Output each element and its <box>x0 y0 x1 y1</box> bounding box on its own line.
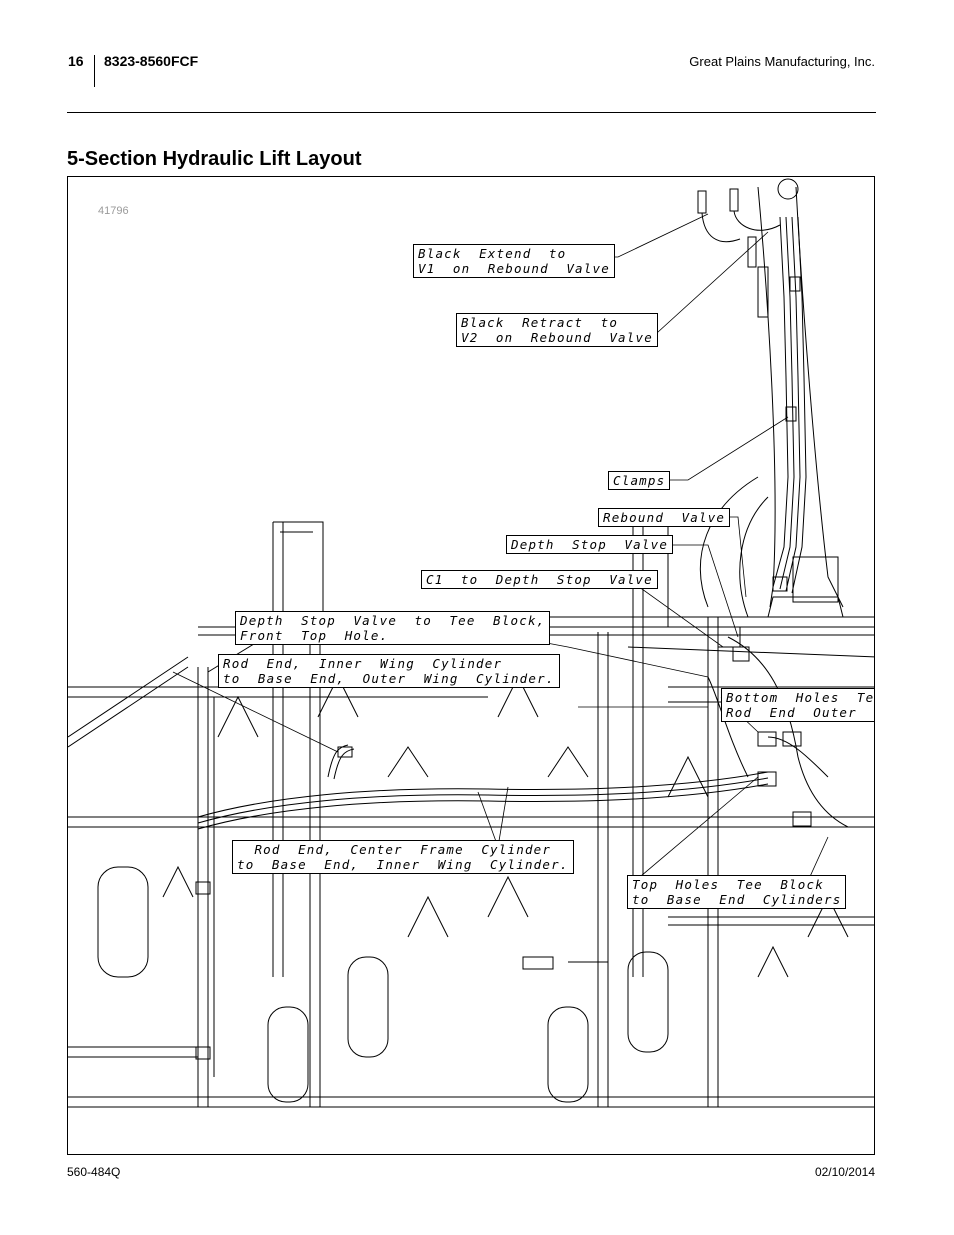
callout-line: Rod End, Center Frame Cylinder <box>237 842 552 857</box>
callout-line: to Base End, Outer Wing Cylinder. <box>223 671 555 686</box>
callout-rebound-valve: Rebound Valve <box>598 508 731 527</box>
callout-line: Clamps <box>613 473 666 488</box>
callout-line: Front Top Hole. <box>240 628 389 643</box>
callout-depth-stop-tee: Depth Stop Valve to Tee Block, Front Top… <box>235 611 551 645</box>
callout-line: Top Holes Tee Block <box>632 877 824 892</box>
header-rule <box>67 112 876 113</box>
callout-line: Black Extend to <box>418 246 567 261</box>
callout-line: Depth Stop Valve <box>511 537 669 552</box>
callout-line: Rod End Outer <box>726 705 857 720</box>
callout-line: to Base End, Inner Wing Cylinder. <box>237 857 569 872</box>
callout-line: V2 on Rebound Valve <box>461 330 653 345</box>
callout-line: Depth Stop Valve to Tee Block, <box>240 613 546 628</box>
document-number: 8323-8560FCF <box>104 53 199 69</box>
callout-line: Black Retract to <box>461 315 619 330</box>
footer-date: 02/10/2014 <box>814 1165 875 1179</box>
callout-black-extend: Black Extend to V1 on Rebound Valve <box>413 244 615 278</box>
page-title: 5-Section Hydraulic Lift Layout <box>67 148 362 170</box>
callout-c1-depth-stop: C1 to Depth Stop Valve <box>421 570 658 589</box>
header-divider <box>94 55 95 87</box>
callout-clamps: Clamps <box>608 471 671 490</box>
callout-depth-stop-valve: Depth Stop Valve <box>506 535 674 554</box>
callout-top-holes-tee: Top Holes Tee Block to Base End Cylinder… <box>627 875 847 909</box>
callout-line: Rod End, Inner Wing Cylinder <box>223 656 503 671</box>
footer-part-number: 560-484Q <box>67 1165 121 1179</box>
page-number: 16 <box>68 53 84 69</box>
callout-rod-end-center-frame: Rod End, Center Frame Cylinder to Base E… <box>232 840 574 874</box>
company-name: Great Plains Manufacturing, Inc. <box>689 54 875 69</box>
callout-line: C1 to Depth Stop Valve <box>426 572 653 587</box>
callout-line: V1 on Rebound Valve <box>418 261 610 276</box>
callout-line: to Base End Cylinders <box>632 892 842 907</box>
figure-number: 41796 <box>98 205 129 217</box>
hydraulic-layout-figure: 41796 <box>67 176 875 1155</box>
callout-black-retract: Black Retract to V2 on Rebound Valve <box>456 313 658 347</box>
callout-line: Bottom Holes Te <box>726 690 875 705</box>
callout-line: Rebound Valve <box>603 510 726 525</box>
callout-bottom-holes-tee: Bottom Holes Te Rod End Outer <box>721 688 875 722</box>
callout-rod-end-inner-wing: Rod End, Inner Wing Cylinder to Base End… <box>218 654 560 688</box>
